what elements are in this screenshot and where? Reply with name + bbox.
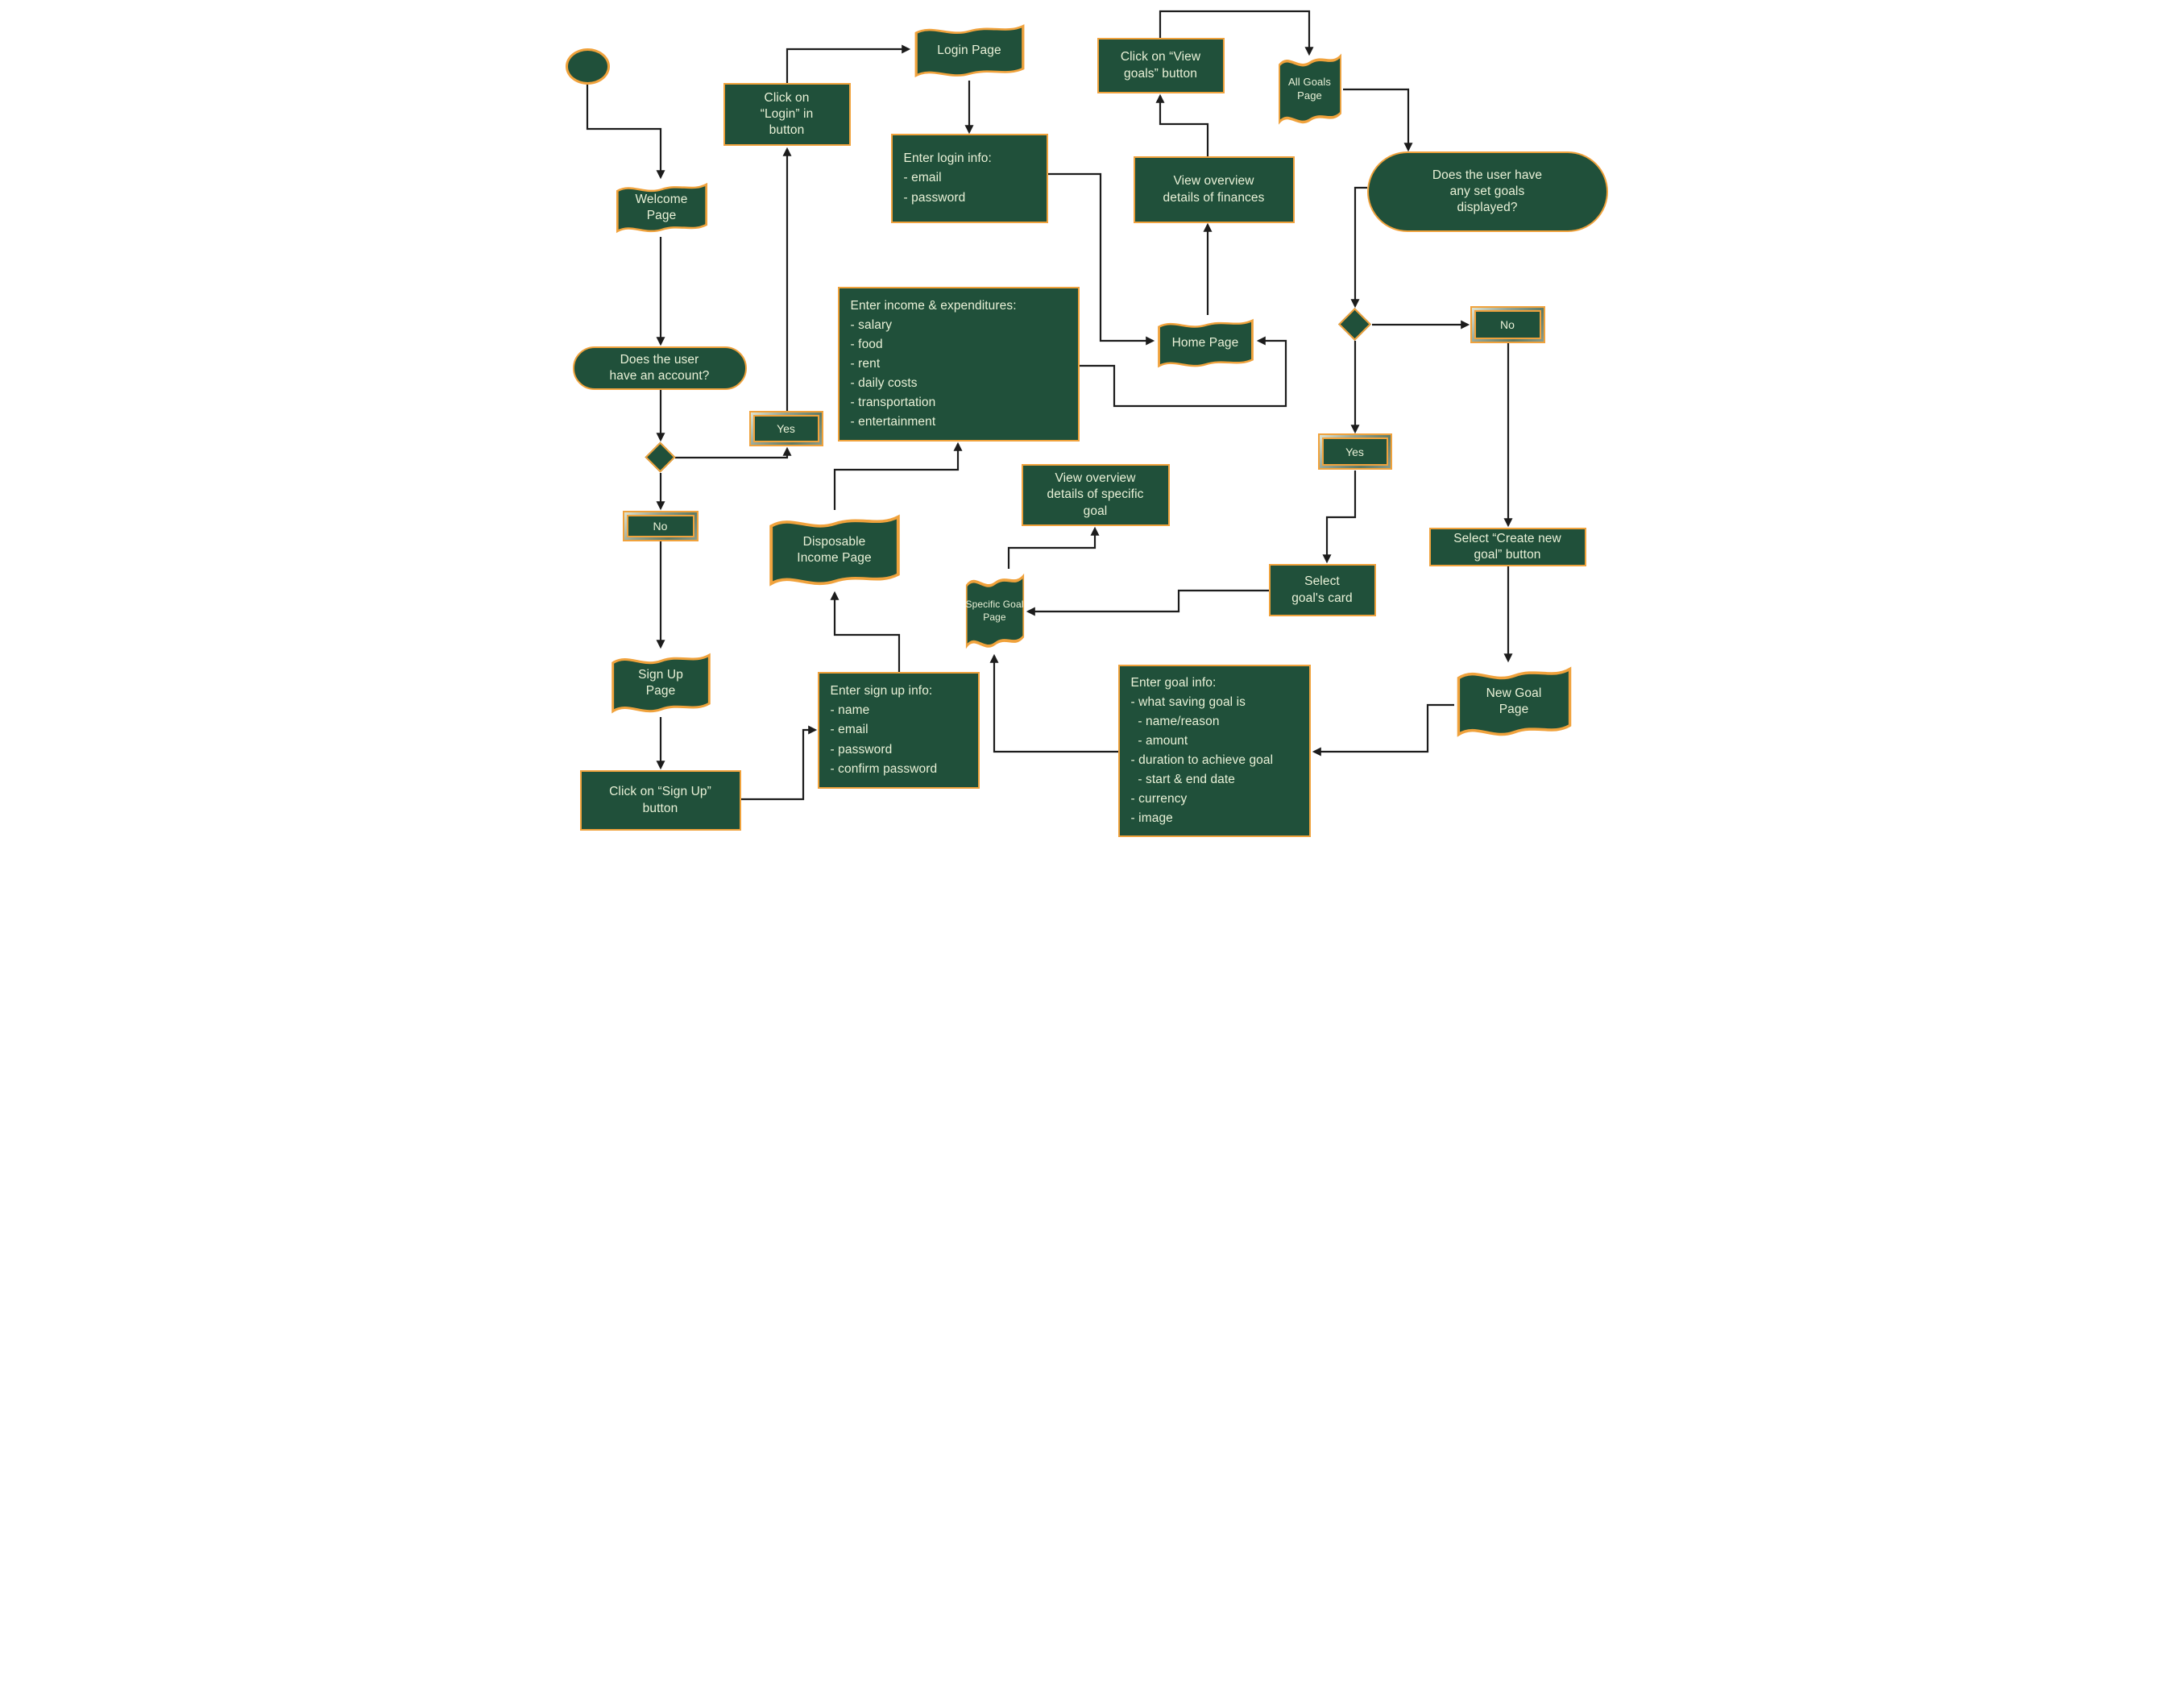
connector-income-to-home — [1079, 336, 1287, 408]
goals-question-node: Does the user have any set goals display… — [1366, 151, 1608, 232]
connector-layer — [586, 10, 1512, 801]
connector-login-info-to-home — [1047, 172, 1155, 346]
click-view-goals-node: Click on “View goals” button — [1097, 38, 1225, 93]
login-page-node: Login Page — [912, 21, 1027, 81]
connector-click-login-to-login-page — [786, 44, 910, 83]
no-left-label: No — [626, 515, 694, 537]
connector-disposable-to-income — [833, 442, 962, 510]
disposable-income-page-node: Disposable Income Page — [766, 510, 903, 591]
disposable-income-page-label: Disposable Income Page — [797, 534, 872, 565]
specific-goal-page-label: Specific Goal Page — [965, 598, 1024, 623]
flowchart-canvas: Welcome Page Sign Up Page Disposable Inc… — [541, 0, 1623, 854]
welcome-page-label: Welcome Page — [635, 192, 688, 222]
no-right-tag: No — [1470, 306, 1545, 343]
select-goals-card-node: Select goal's card — [1268, 564, 1376, 616]
yes-right-label: Yes — [1321, 437, 1388, 466]
yes-left-tag: Yes — [748, 411, 823, 446]
click-login-node: Click on “Login” in button — [723, 83, 851, 146]
enter-goal-info-node: Enter goal info: - what saving goal is -… — [1117, 665, 1311, 837]
sign-up-page-node: Sign Up Page — [609, 649, 713, 717]
home-page-label: Home Page — [1171, 335, 1239, 350]
connector-view-finances-to-click-view-goals — [1155, 93, 1208, 156]
account-question-node: Does the user have an account? — [572, 346, 747, 390]
all-goals-page-node: All Goals Page — [1277, 49, 1343, 129]
start-node — [565, 48, 610, 85]
connector-all-goals-to-goals-question — [1342, 88, 1412, 152]
click-sign-up-node: Click on “Sign Up” button — [579, 770, 741, 831]
new-goal-page-label: New Goal Page — [1486, 686, 1542, 716]
all-goals-page-label: All Goals Page — [1288, 75, 1331, 102]
home-page-node: Home Page — [1155, 316, 1256, 371]
welcome-page-node: Welcome Page — [614, 180, 710, 236]
connector-click-view-goals-to-all-goals — [1159, 10, 1313, 56]
view-finances-node: View overview details of finances — [1133, 156, 1295, 223]
connector-yes-right-to-select-card — [1322, 471, 1356, 564]
enter-income-node: Enter income & expenditures: - salary - … — [837, 287, 1080, 442]
login-page-label: Login Page — [937, 43, 1001, 57]
view-specific-goal-node: View overview details of specific goal — [1021, 464, 1170, 526]
sign-up-page-label: Sign Up Page — [638, 667, 683, 698]
new-goal-page-node: New Goal Page — [1454, 662, 1574, 741]
no-left-tag: No — [622, 511, 699, 541]
select-create-new-goal-node: Select “Create new goal” button — [1428, 528, 1586, 566]
connector-select-card-to-specific-goal — [1026, 589, 1269, 616]
connector-new-goal-to-goal-info — [1312, 703, 1454, 757]
connector-goals-question-to-diamond — [1350, 186, 1367, 309]
connector-specific-goal-to-view-specific — [1007, 526, 1099, 569]
yes-left-label: Yes — [752, 415, 819, 442]
yes-right-tag: Yes — [1317, 433, 1392, 470]
connector-goal-info-to-specific-goal — [989, 653, 1118, 753]
enter-login-info-node: Enter login info: - email - password — [890, 134, 1048, 223]
specific-goal-page-node: Specific Goal Page — [964, 569, 1026, 653]
connector-start-to-welcome — [586, 85, 665, 180]
connector-signup-info-to-disposable — [830, 591, 900, 672]
connector-click-signup-to-signup-info — [740, 725, 817, 801]
no-right-label: No — [1474, 310, 1541, 339]
enter-sign-up-info-node: Enter sign up info: - name - email - pas… — [817, 672, 980, 789]
connector-diamond-to-yes-left — [674, 446, 791, 459]
